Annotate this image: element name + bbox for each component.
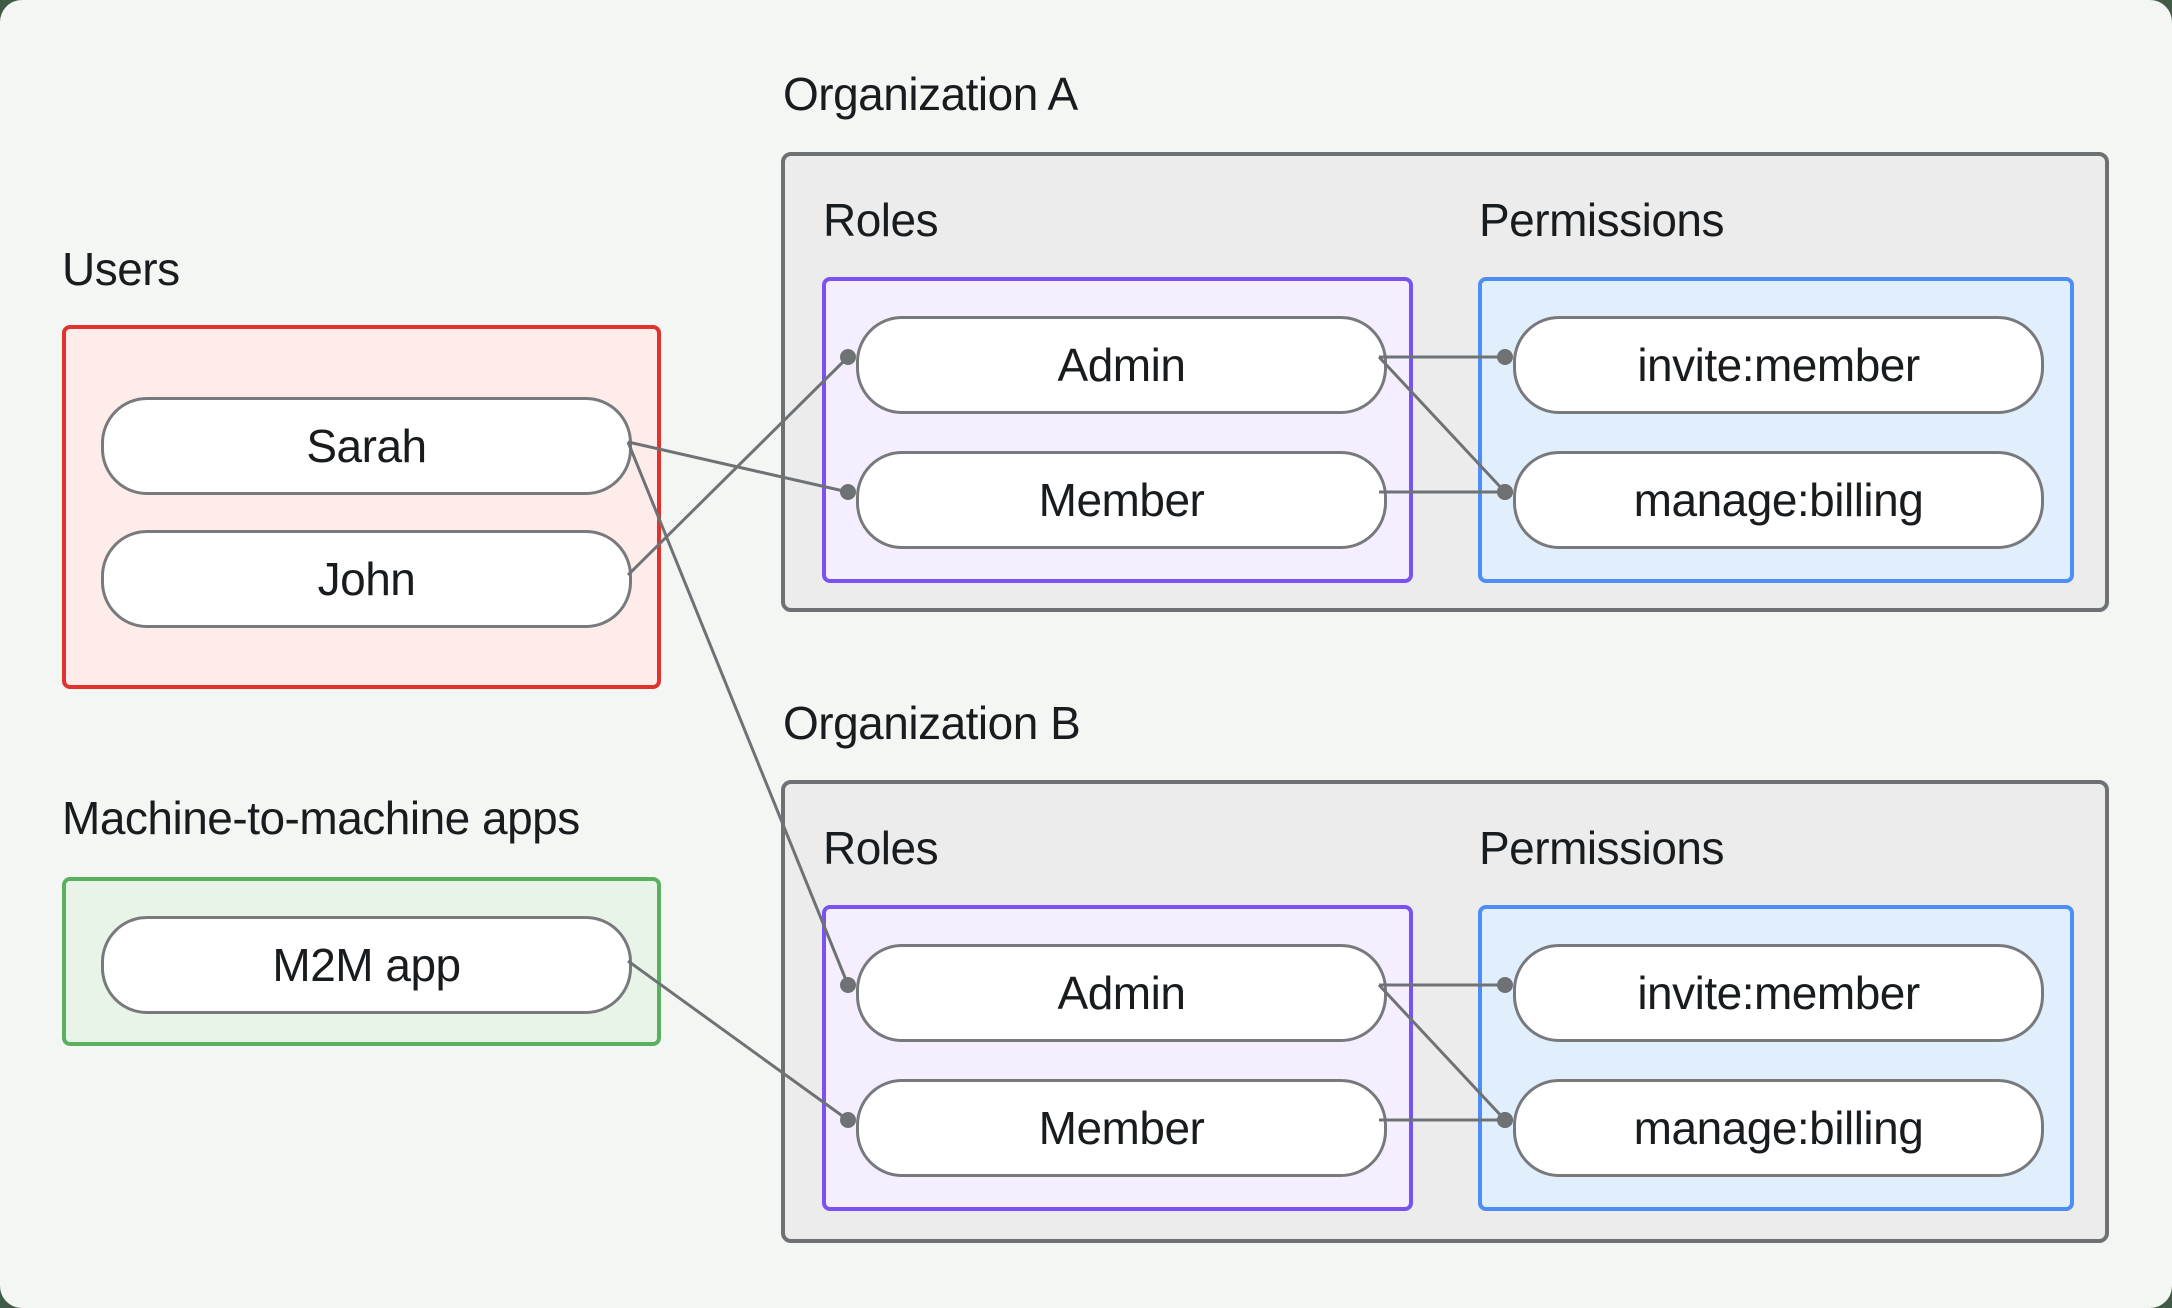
orgB-roles-box: Admin Member [822,905,1413,1211]
orgA-permissions-label: Permissions [1479,194,1725,246]
orgB-permissions-label: Permissions [1479,822,1725,874]
orgA-roles-label: Roles [823,194,939,246]
orgA-permission-pill-manage-billing: manage:billing [1513,451,2044,549]
users-group-box: Sarah John [62,325,661,689]
orgA-permissions-box: invite:member manage:billing [1478,277,2074,583]
orgB-permission-pill-invite-member: invite:member [1513,944,2044,1042]
orgB-role-pill-member: Member [856,1079,1387,1177]
orgA-role-pill-member: Member [856,451,1387,549]
m2m-pill-app: M2M app [101,916,632,1014]
user-pill-sarah: Sarah [101,397,632,495]
orgA-box: Roles Admin Member Permissions invite:me… [781,152,2109,612]
orgB-label: Organization B [783,697,1081,749]
orgB-permission-pill-manage-billing: manage:billing [1513,1079,2044,1177]
user-pill-john: John [101,530,632,628]
orgA-role-pill-admin: Admin [856,316,1387,414]
m2m-group-label: Machine-to-machine apps [62,792,580,844]
orgB-roles-label: Roles [823,822,939,874]
orgA-roles-box: Admin Member [822,277,1413,583]
orgB-role-pill-admin: Admin [856,944,1387,1042]
orgA-label: Organization A [783,68,1078,120]
orgA-permission-pill-invite-member: invite:member [1513,316,2044,414]
orgB-permissions-box: invite:member manage:billing [1478,905,2074,1211]
users-group-label: Users [62,243,180,295]
m2m-group-box: M2M app [62,877,661,1046]
orgB-box: Roles Admin Member Permissions invite:me… [781,780,2109,1243]
